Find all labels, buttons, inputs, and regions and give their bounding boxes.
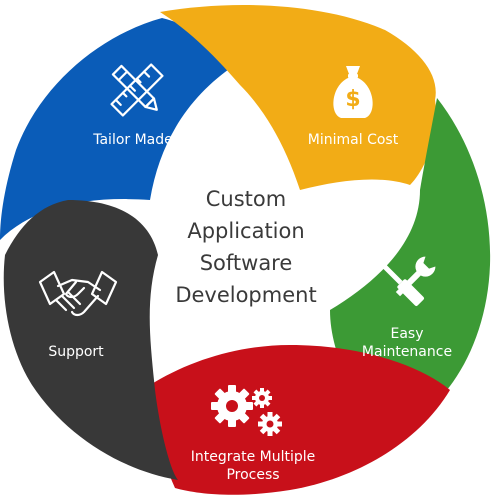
- wrench-screwdriver-icon: [382, 256, 436, 306]
- money-bag-icon: $: [333, 66, 373, 118]
- segment-tailor-made: [0, 18, 235, 240]
- segment-minimal-cost: [160, 5, 436, 191]
- segment-label-minimal-cost: Minimal Cost: [308, 132, 399, 148]
- segment-label-support: Support: [48, 344, 104, 360]
- segment-support: [3, 200, 179, 480]
- center-title-line-2: Application: [187, 219, 304, 243]
- segment-label-process: Process: [226, 467, 279, 483]
- handshake-icon: [38, 270, 118, 317]
- pencil-ruler-icon: [110, 63, 164, 117]
- segment-label-tailor-made: Tailor Made: [92, 132, 173, 148]
- segment-label-integrate-multiple: Integrate Multiple: [191, 449, 316, 465]
- gears-icon: [211, 385, 282, 436]
- segment-label-easy: Easy: [390, 326, 423, 342]
- center-title-line-3: Software: [200, 251, 293, 275]
- center-title-line-1: Custom: [206, 187, 286, 211]
- segment-integrate-process: [150, 345, 450, 495]
- center-title-line-4: Development: [175, 283, 316, 307]
- segment-label-maintenance: Maintenance: [362, 344, 452, 360]
- segment-easy-maintenance: [330, 98, 491, 398]
- dollar-sign: $: [345, 87, 360, 112]
